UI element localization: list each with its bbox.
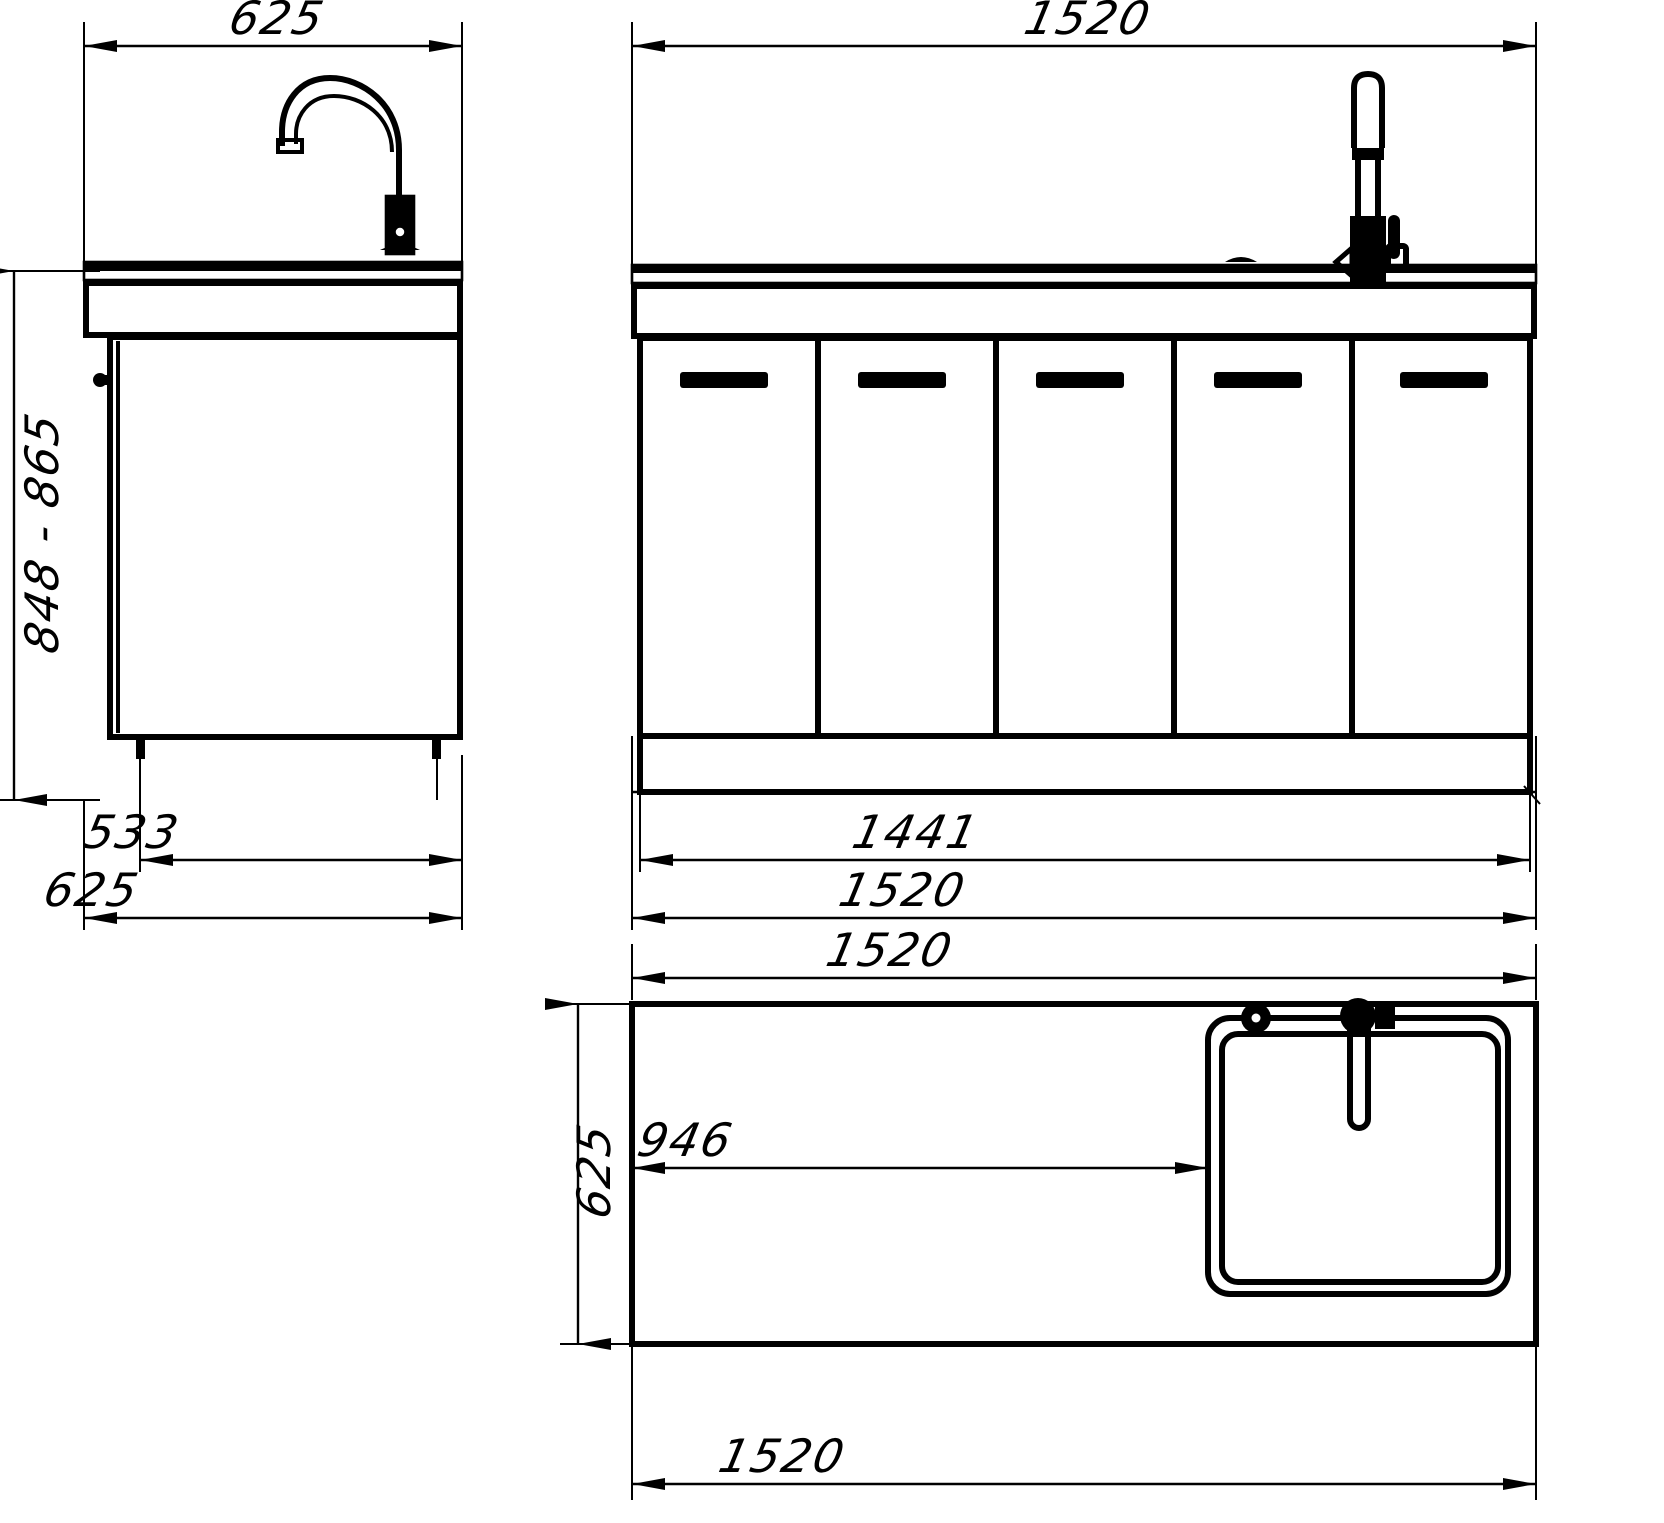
dim-label-side-height: 848 - 865 xyxy=(15,407,68,658)
door-handle-4[interactable] xyxy=(1214,372,1302,388)
plan-worktop-outline xyxy=(629,1001,1539,1347)
plan-view-group: 1520 625 xyxy=(545,923,1539,1500)
side-gooseneck-faucet-icon xyxy=(276,74,420,256)
dim-plan-top-width: 1520 xyxy=(631,923,1537,1000)
soap-dispenser-hole-center xyxy=(1251,1013,1261,1023)
dim-front-top-width: 1520 xyxy=(631,0,1537,300)
dim-side-top-width: 625 xyxy=(83,0,463,300)
front-door-panels xyxy=(637,335,1533,739)
dim-plan-depth: 625 xyxy=(545,998,640,1350)
dim-plan-sink-offset: 946 xyxy=(632,1113,1208,1174)
front-worktop xyxy=(630,263,1538,285)
front-pulldown-faucet-icon xyxy=(1225,70,1409,288)
spray-slot-icon xyxy=(1347,1013,1371,1131)
dim-label-plan-depth: 625 xyxy=(567,1118,620,1223)
front-view-group: 1520 xyxy=(630,0,1541,930)
dim-side-inner-depth: 533 xyxy=(80,755,463,872)
plan-faucet-holes xyxy=(1241,998,1395,1131)
front-plinth xyxy=(631,733,1541,920)
dim-label-front-top-width: 1520 xyxy=(1020,0,1156,45)
front-door-block xyxy=(637,335,1533,739)
door-handle-5[interactable] xyxy=(1400,372,1488,388)
side-feet xyxy=(136,737,441,800)
dim-label-plan-total-width: 1520 xyxy=(714,1429,850,1482)
side-view-group: 625 xyxy=(0,0,464,930)
dim-label-side-inner-depth: 533 xyxy=(80,805,185,858)
dim-side-total-depth: 625 xyxy=(39,800,463,930)
door-handle-1[interactable] xyxy=(680,372,768,388)
side-cabinet-top-rail xyxy=(83,280,463,338)
door-handle-2[interactable] xyxy=(858,372,946,388)
dim-plan-total-width: 1520 xyxy=(631,1344,1537,1500)
dim-label-front-body-width: 1441 xyxy=(848,805,984,858)
dim-front-body-width: 1441 xyxy=(639,792,1531,872)
door-handle-3[interactable] xyxy=(1036,372,1124,388)
dim-side-height: 848 - 865 xyxy=(0,265,100,806)
dim-label-side-top-width: 625 xyxy=(225,0,330,45)
side-cabinet-body xyxy=(93,334,463,740)
dim-label-front-total-width: 1520 xyxy=(835,863,971,916)
side-worktop xyxy=(82,260,464,282)
plan-sink-basin xyxy=(1205,1015,1511,1297)
dim-front-total-width: 1520 xyxy=(631,792,1537,930)
dim-label-plan-sink-offset: 946 xyxy=(633,1113,738,1166)
front-top-rail xyxy=(631,283,1537,339)
dim-label-plan-top-width: 1520 xyxy=(822,923,958,976)
dim-label-side-total-depth: 625 xyxy=(39,863,144,916)
